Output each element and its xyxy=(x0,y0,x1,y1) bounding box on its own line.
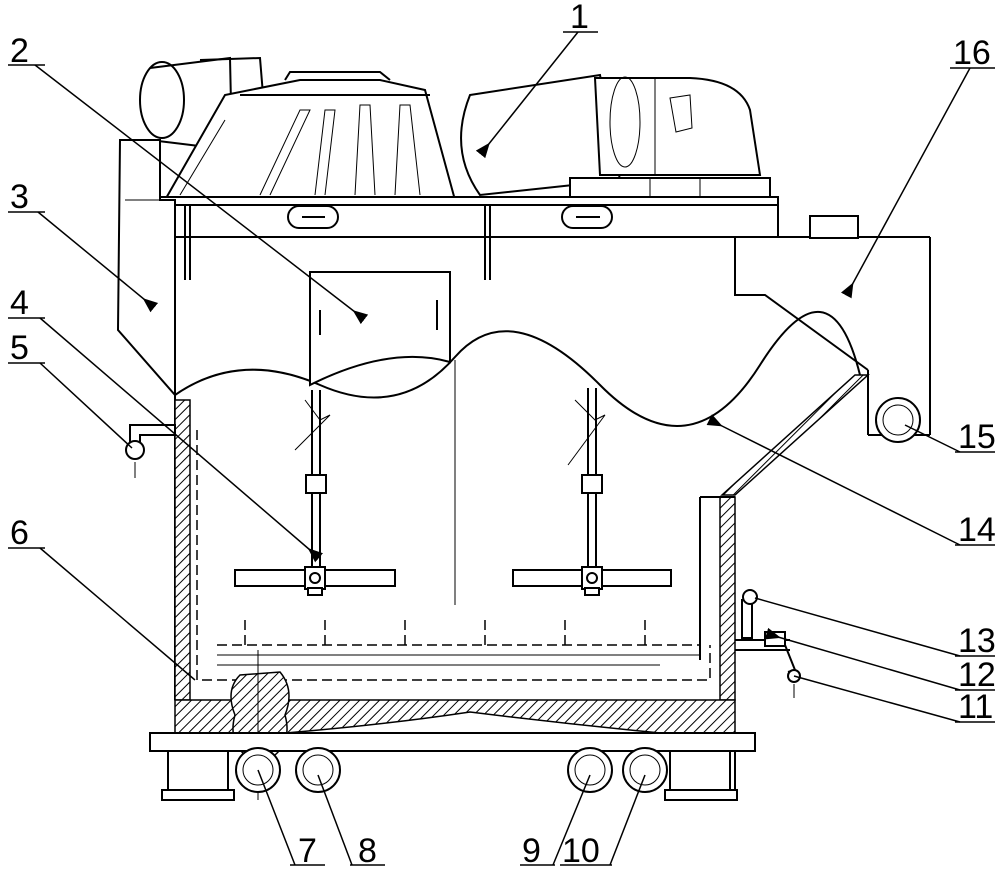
agitator-right xyxy=(512,388,672,596)
drive-assembly-left xyxy=(139,56,457,201)
label-13: 13 xyxy=(958,622,996,660)
label-2: 2 xyxy=(10,32,29,70)
label-1: 1 xyxy=(570,0,589,36)
valve-assembly-right xyxy=(735,589,801,698)
label-9: 9 xyxy=(522,832,541,870)
base-frame xyxy=(149,732,756,801)
label-7: 7 xyxy=(298,832,317,870)
label-10: 10 xyxy=(562,832,600,870)
agitator-left xyxy=(234,390,396,596)
label-5: 5 xyxy=(10,329,29,367)
label-3: 3 xyxy=(10,178,29,216)
label-14: 14 xyxy=(958,511,996,549)
top-deck xyxy=(159,196,779,280)
flange-8 xyxy=(295,747,341,793)
label-8: 8 xyxy=(358,832,377,870)
drive-assembly-right xyxy=(460,73,771,201)
flange-10 xyxy=(622,747,668,793)
label-16: 16 xyxy=(953,34,991,72)
label-11: 11 xyxy=(958,688,993,726)
bottom-collector xyxy=(217,620,700,666)
label-6: 6 xyxy=(10,514,29,552)
label-4: 4 xyxy=(10,284,29,322)
flange-9 xyxy=(567,747,613,793)
label-12: 12 xyxy=(958,656,996,694)
flange-15 xyxy=(875,397,921,443)
leader-lines xyxy=(8,31,995,866)
liner-dashed xyxy=(196,430,711,681)
tank-body xyxy=(116,139,931,701)
label-15: 15 xyxy=(958,418,996,456)
inlet-pipe-5 xyxy=(125,424,176,478)
